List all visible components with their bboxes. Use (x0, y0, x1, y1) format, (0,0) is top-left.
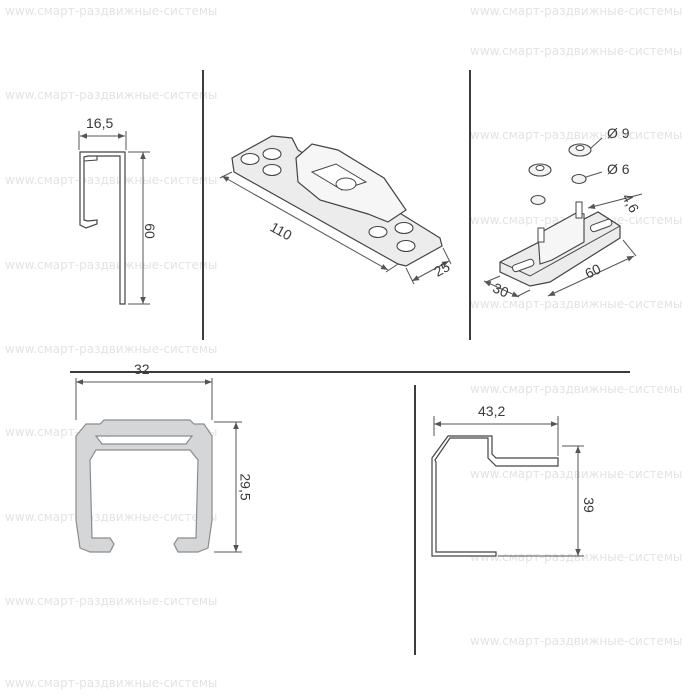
watermark: www.смарт-раздвижные-системы (5, 510, 218, 524)
watermark: www.смарт-раздвижные-системы (470, 297, 683, 311)
watermark: www.смарт-раздвижные-системы (470, 4, 683, 18)
watermark: www.смарт-раздвижные-системы (470, 550, 683, 564)
dim-rail-width: 32 (134, 361, 150, 377)
thin-profile-outline (79, 151, 126, 305)
watermark: www.смарт-раздвижные-системы (5, 342, 218, 356)
dim-p1-width: 16,5 (86, 115, 114, 131)
carriage-drawing (483, 137, 643, 298)
track-profile-outline (431, 435, 559, 557)
bracket-hole (396, 239, 416, 253)
bracket-drawing (219, 135, 452, 285)
track-profile-drawing (431, 416, 584, 557)
watermark: www.смарт-раздвижные-системы (470, 634, 683, 648)
watermark: www.смарт-раздвижные-системы (5, 88, 218, 102)
dim-p1-height: 60 (141, 223, 158, 239)
divider-vertical-bottom (414, 385, 416, 655)
washer-part (530, 194, 546, 206)
dim-track-height: 39 (580, 497, 597, 513)
thin-profile-lip (83, 156, 98, 162)
watermark: www.смарт-раздвижные-системы (5, 676, 218, 690)
thin-profile-drawing (78, 131, 150, 305)
watermark: www.смарт-раздвижные-системы (5, 258, 218, 272)
rail-profile-drawing (75, 378, 242, 553)
watermark: www.смарт-раздвижные-системы (5, 173, 218, 187)
washer-part (571, 173, 587, 185)
divider-vertical-top-right (469, 70, 471, 340)
dim-wheel-diameter: Ø 9 (607, 125, 630, 141)
watermark: www.смарт-раздвижные-системы (470, 382, 683, 396)
watermark: www.смарт-раздвижные-системы (470, 128, 683, 142)
divider-vertical-top-left (202, 70, 204, 340)
dim-rail-height: 29,5 (237, 473, 254, 501)
divider-horizontal (70, 371, 630, 373)
watermark: www.смарт-раздвижные-системы (5, 4, 218, 18)
watermark: www.смарт-раздвижные-системы (470, 44, 683, 58)
bracket-hole (262, 147, 282, 161)
bracket-hole (394, 221, 414, 235)
watermark: www.смарт-раздвижные-системы (5, 594, 218, 608)
bracket-hole (368, 225, 388, 239)
rail-profile-shape (75, 419, 213, 553)
bracket-hole (262, 163, 282, 177)
dim-washer-diameter: Ø 6 (607, 161, 630, 177)
bracket-hole (240, 152, 260, 166)
dim-track-width: 43,2 (478, 403, 506, 419)
